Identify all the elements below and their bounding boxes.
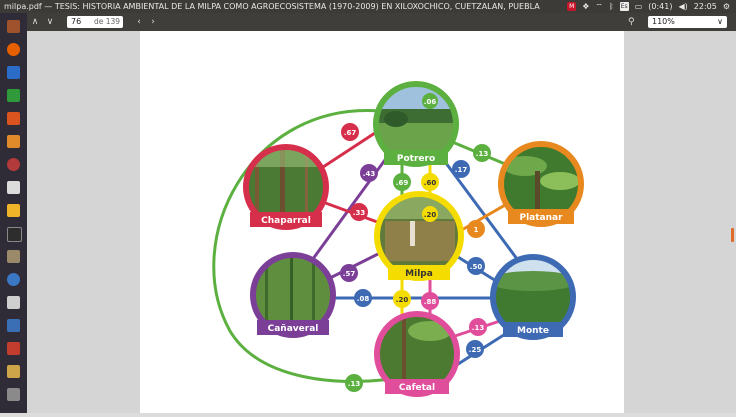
viewer-toolbar: ∧ ∨ 76 de 139 ‹ › ⚲ 110% ∨ xyxy=(27,13,736,31)
back-icon[interactable]: ‹ xyxy=(137,17,141,27)
edge-badge: .17 xyxy=(452,160,470,178)
page-total-label: de 139 xyxy=(94,17,121,26)
edge-badge: .20 xyxy=(393,290,411,308)
zoom-select[interactable]: 110% ∨ xyxy=(648,16,727,28)
window-title: milpa.pdf — TESIS: HISTORIA AMBIENTAL DE… xyxy=(4,2,540,11)
node-value-potrero: .06 xyxy=(424,98,437,106)
document-viewport[interactable]: Potrero .06 Chaparral xyxy=(27,31,736,413)
edge-badge: .67 xyxy=(341,123,359,141)
svg-text:.20: .20 xyxy=(396,296,409,304)
agroecosystem-diagram: Potrero .06 Chaparral xyxy=(212,81,584,397)
bluetooth-icon[interactable]: ᛒ xyxy=(608,2,614,11)
svg-text:.43: .43 xyxy=(363,170,376,178)
edge-badge: .13 xyxy=(345,374,363,392)
edge-badge: .13 xyxy=(473,144,491,162)
edge-badge: .50 xyxy=(467,257,485,275)
page-number-input[interactable]: 76 xyxy=(67,16,123,28)
svg-text:.33: .33 xyxy=(353,209,366,217)
node-cafetal: Cafetal xyxy=(374,311,460,397)
prev-page-up-icon[interactable]: ∧ xyxy=(31,17,39,27)
edge-badge: .69 xyxy=(393,173,411,191)
node-label-monte: Monte xyxy=(517,326,549,336)
svg-text:.13: .13 xyxy=(476,150,489,158)
archive-icon[interactable] xyxy=(3,247,24,266)
node-monte: Monte xyxy=(490,254,576,340)
node-label-canaveral: Cañaveral xyxy=(268,324,319,334)
network-icon[interactable]: ⌔ xyxy=(595,2,603,11)
node-canaveral: Cañaveral xyxy=(250,252,336,338)
svg-text:.57: .57 xyxy=(343,270,356,278)
trash-icon[interactable] xyxy=(3,385,24,404)
zoom-value: 110% xyxy=(652,17,675,26)
svg-text:.88: .88 xyxy=(424,298,437,306)
svg-text:.60: .60 xyxy=(424,179,437,187)
software-center-icon[interactable] xyxy=(3,132,24,151)
apps-icon[interactable] xyxy=(3,339,24,358)
terminal-icon[interactable] xyxy=(3,224,24,243)
node-label-milpa: Milpa xyxy=(405,269,433,279)
edge-badge: .08 xyxy=(354,289,372,307)
edge-badge: .33 xyxy=(350,203,368,221)
system-top-bar: milpa.pdf — TESIS: HISTORIA AMBIENTAL DE… xyxy=(0,0,736,13)
svg-text:1: 1 xyxy=(474,226,479,234)
pdf-page: Potrero .06 Chaparral xyxy=(140,31,624,413)
svg-text:.17: .17 xyxy=(455,166,468,174)
disk-icon[interactable] xyxy=(3,270,24,289)
edge-potrero-cafetal xyxy=(212,109,391,384)
node-label-platanar: Platanar xyxy=(519,213,563,223)
edge-badge: .43 xyxy=(360,164,378,182)
battery-time[interactable]: (0:41) xyxy=(648,2,673,11)
search-icon[interactable]: ⚲ xyxy=(628,17,635,27)
node-label-chaparral: Chaparral xyxy=(261,216,311,226)
chevron-down-icon: ∨ xyxy=(717,17,723,26)
battery-icon[interactable]: ▭ xyxy=(634,2,643,11)
edge-badge: .88 xyxy=(421,292,439,310)
node-label-potrero: Potrero xyxy=(397,154,435,164)
next-page-down-icon[interactable]: ∨ xyxy=(46,17,54,27)
impress-icon[interactable] xyxy=(3,109,24,128)
edge-badge: .13 xyxy=(469,318,487,336)
edge-badge: .60 xyxy=(421,173,439,191)
edge-badge: 1 xyxy=(467,220,485,238)
edge-potrero-chaparral xyxy=(319,129,379,171)
writer-icon[interactable] xyxy=(3,63,24,82)
edge-badges: .67 .13 .43 .17 .69 .60 .33 1 .57 .50 .0… xyxy=(340,123,491,392)
calendar-icon[interactable] xyxy=(3,316,24,335)
svg-text:.69: .69 xyxy=(396,179,409,187)
volume-icon[interactable]: ◀) xyxy=(678,2,688,11)
node-potrero: Potrero .06 xyxy=(373,81,459,167)
svg-text:.08: .08 xyxy=(357,295,370,303)
keyboard-layout-badge[interactable]: Es xyxy=(619,2,629,11)
node-value-milpa: .20 xyxy=(424,211,437,219)
launcher-sidebar xyxy=(0,13,27,413)
edge-badge: .25 xyxy=(466,340,484,358)
firefox-icon[interactable] xyxy=(3,40,24,59)
node-label-cafetal: Cafetal xyxy=(399,383,435,393)
music-icon[interactable] xyxy=(3,293,24,312)
node-platanar: Platanar xyxy=(498,141,584,227)
power-gear-icon[interactable]: ⚙ xyxy=(722,2,730,11)
dropbox-icon[interactable]: ❖ xyxy=(582,2,590,11)
amazon-icon[interactable] xyxy=(3,201,24,220)
svg-text:.67: .67 xyxy=(344,129,357,137)
media-icon[interactable] xyxy=(3,362,24,381)
svg-text:.13: .13 xyxy=(348,380,361,388)
svg-text:.25: .25 xyxy=(469,346,482,354)
text-editor-icon[interactable] xyxy=(3,178,24,197)
svg-text:.50: .50 xyxy=(470,263,483,271)
calc-icon[interactable] xyxy=(3,86,24,105)
scroll-indicator[interactable] xyxy=(731,228,734,242)
settings-icon[interactable] xyxy=(3,155,24,174)
edge-badge: .57 xyxy=(340,264,358,282)
files-icon[interactable] xyxy=(3,17,24,36)
indicator-badge[interactable]: M xyxy=(567,2,577,11)
node-chaparral: Chaparral xyxy=(243,144,329,230)
clock[interactable]: 22:05 xyxy=(693,2,717,11)
node-milpa: Milpa .20 xyxy=(374,191,464,281)
svg-text:.13: .13 xyxy=(472,324,485,332)
system-tray: M ❖ ⌔ ᛒ Es ▭ (0:41) ◀) 22:05 ⚙ xyxy=(567,0,730,13)
forward-icon[interactable]: › xyxy=(151,17,155,27)
